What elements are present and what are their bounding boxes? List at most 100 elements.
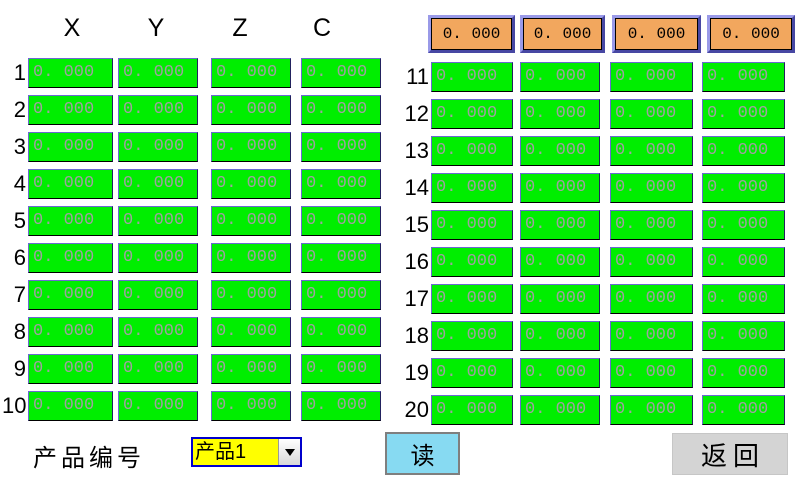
value-cell: 0. 000: [211, 132, 291, 162]
value-cell: 0. 000: [28, 354, 113, 384]
row-number-label: 9: [13, 356, 26, 381]
value-cell: 0. 000: [28, 243, 113, 273]
back-button[interactable]: 返回: [672, 433, 788, 475]
value-cell: 0. 000: [118, 206, 198, 236]
value-cell: 0. 000: [610, 210, 693, 240]
top-value-input-z[interactable]: 0. 000: [612, 15, 701, 53]
top-value-input-x[interactable]: 0. 000: [428, 15, 515, 53]
value-cell: 0. 000: [610, 99, 693, 129]
row-number-label: 10: [2, 393, 27, 418]
read-button[interactable]: 读: [385, 432, 460, 475]
row-number-label: 17: [404, 286, 429, 311]
value-cell: 0. 000: [118, 354, 198, 384]
column-header-c: C: [312, 14, 332, 42]
row-number-label: 13: [404, 138, 429, 163]
value-cell: 0. 000: [610, 173, 693, 203]
value-cell: 0. 000: [610, 395, 693, 425]
value-cell: 0. 000: [301, 58, 381, 88]
value-cell: 0. 000: [610, 358, 693, 388]
value-cell: 0. 000: [702, 136, 785, 166]
chevron-down-icon: [284, 448, 295, 456]
value-cell: 0. 000: [702, 247, 785, 277]
value-cell: 0. 000: [301, 354, 381, 384]
value-cell: 0. 000: [28, 391, 113, 421]
value-cell: 0. 000: [118, 132, 198, 162]
value-cell: 0. 000: [702, 210, 785, 240]
row-number-label: 15: [404, 212, 429, 237]
row-number-label: 11: [406, 64, 429, 89]
row-number-label: 7: [13, 282, 26, 307]
row-number-label: 16: [404, 249, 429, 274]
value-cell: 0. 000: [118, 169, 198, 199]
value-cell: 0. 000: [702, 173, 785, 203]
value-cell: 0. 000: [118, 58, 198, 88]
column-header-x: X: [63, 14, 81, 42]
value-cell: 0. 000: [28, 169, 113, 199]
column-header-z: Z: [232, 14, 248, 42]
row-number-label: 14: [404, 175, 429, 200]
value-cell: 0. 000: [431, 62, 513, 92]
value-cell: 0. 000: [301, 95, 381, 125]
value-cell: 0. 000: [118, 95, 198, 125]
value-cell: 0. 000: [431, 284, 513, 314]
value-cell: 0. 000: [301, 132, 381, 162]
value-cell: 0. 000: [211, 243, 291, 273]
row-number-label: 6: [13, 245, 26, 270]
value-cell: 0. 000: [520, 284, 600, 314]
value-cell: 0. 000: [610, 321, 693, 351]
value-cell: 0. 000: [301, 169, 381, 199]
value-cell: 0. 000: [118, 243, 198, 273]
value-cell: 0. 000: [520, 136, 600, 166]
product-select-value: 产品1: [195, 441, 247, 463]
row-number-label: 2: [13, 97, 26, 122]
value-cell: 0. 000: [520, 62, 600, 92]
value-cell: 0. 000: [211, 58, 291, 88]
value-cell: 0. 000: [211, 391, 291, 421]
value-cell: 0. 000: [702, 395, 785, 425]
value-cell: 0. 000: [702, 358, 785, 388]
row-number-label: 5: [13, 208, 26, 233]
value-cell: 0. 000: [520, 395, 600, 425]
value-cell: 0. 000: [431, 247, 513, 277]
top-value-input-c[interactable]: 0. 000: [707, 15, 795, 53]
value-cell: 0. 000: [610, 136, 693, 166]
value-cell: 0. 000: [431, 136, 513, 166]
row-number-label: 20: [404, 397, 429, 422]
value-cell: 0. 000: [431, 173, 513, 203]
value-cell: 0. 000: [28, 95, 113, 125]
value-cell: 0. 000: [431, 321, 513, 351]
dropdown-arrow-button[interactable]: [278, 439, 300, 465]
row-number-label: 8: [13, 319, 26, 344]
value-cell: 0. 000: [301, 391, 381, 421]
value-cell: 0. 000: [431, 358, 513, 388]
value-cell: 0. 000: [610, 284, 693, 314]
value-cell: 0. 000: [211, 206, 291, 236]
value-cell: 0. 000: [702, 99, 785, 129]
row-number-label: 3: [13, 134, 26, 159]
value-cell: 0. 000: [118, 391, 198, 421]
value-cell: 0. 000: [520, 358, 600, 388]
value-cell: 0. 000: [610, 62, 693, 92]
value-cell: 0. 000: [28, 58, 113, 88]
row-number-label: 12: [404, 101, 429, 126]
value-cell: 0. 000: [28, 317, 113, 347]
value-cell: 0. 000: [702, 284, 785, 314]
row-number-label: 4: [13, 171, 26, 196]
product-select[interactable]: 产品1: [191, 437, 302, 467]
value-cell: 0. 000: [211, 317, 291, 347]
value-cell: 0. 000: [431, 99, 513, 129]
top-value-input-y[interactable]: 0. 000: [520, 15, 605, 53]
